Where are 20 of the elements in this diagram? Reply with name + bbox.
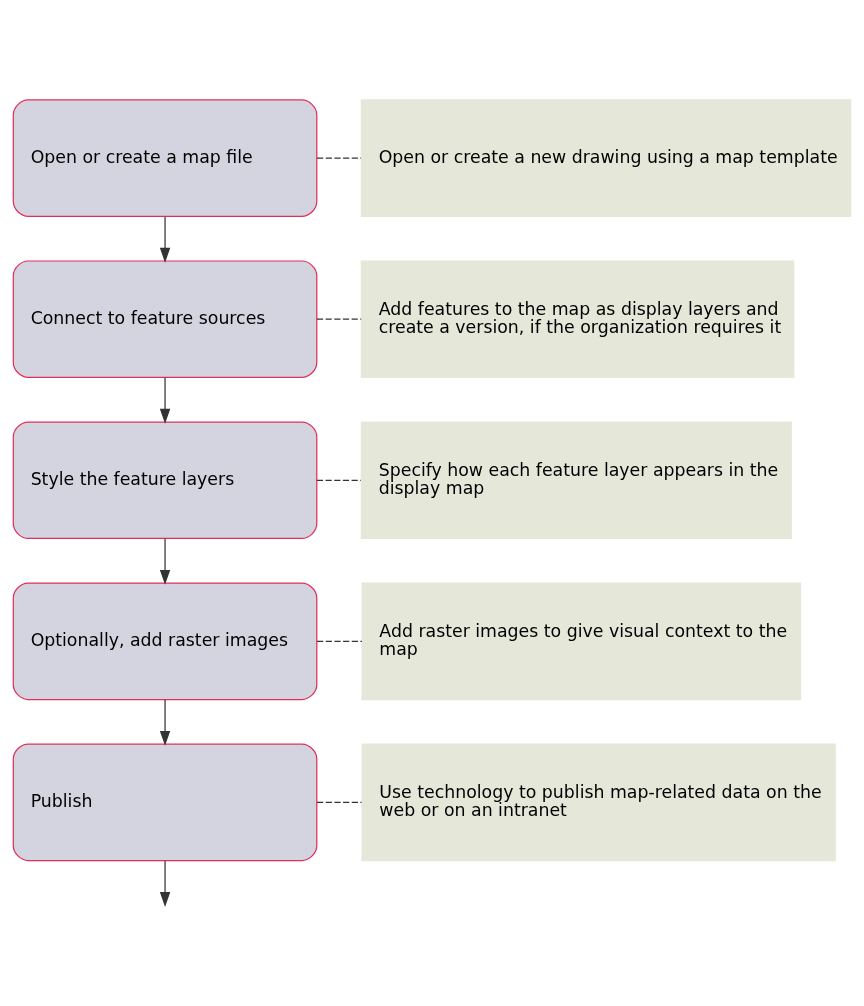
arrow: [159, 377, 171, 424]
connector: [316, 640, 363, 642]
connector: [316, 801, 363, 803]
arrow: [159, 699, 171, 746]
connector: [316, 479, 362, 481]
arrow: [159, 538, 171, 585]
node-box: Open or create a new drawing using a map template: [360, 99, 852, 217]
node-box: Add features to the map as display layers and create a version, if the organization requires it: [360, 260, 795, 379]
node-box: Optionally, add raster images: [12, 582, 318, 701]
node-box: Connect to feature sources: [12, 260, 318, 379]
connector: [316, 157, 362, 159]
node-box: Add raster images to give visual context to the map: [361, 582, 802, 701]
node-box: Open or create a map file: [12, 99, 318, 217]
arrow: [159, 860, 171, 907]
node-box: Style the feature layers: [12, 421, 318, 540]
node-box: Specify how each feature layer appears in the display map: [360, 421, 792, 540]
node-box: Use technology to publish map-related data on the web or on an intranet: [361, 743, 836, 862]
connector: [316, 318, 362, 320]
arrow: [159, 216, 171, 263]
node-box: Publish: [12, 743, 318, 862]
